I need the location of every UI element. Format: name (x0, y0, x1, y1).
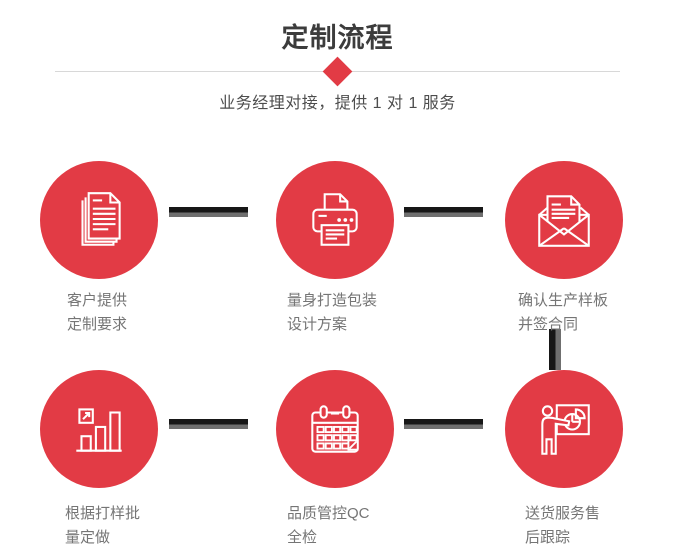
step-circle-batch-production (40, 370, 158, 488)
step-label-line: 全检 (287, 529, 318, 546)
connector-bar-step4-step5 (169, 419, 248, 429)
step-circle-packaging-design (276, 161, 394, 279)
step-label-line: 确认生产样板 (518, 292, 609, 309)
step-label-line: 品质管控QC (287, 505, 370, 522)
step-label-line: 量身打造包装 (287, 292, 378, 309)
connector-bar-step2-step3 (404, 207, 483, 217)
step-label-quality-control: 品质管控QC 全检 (287, 502, 370, 550)
connector-bar-step3-step6 (549, 329, 561, 370)
step-label-sample-contract: 确认生产样板 并签合同 (518, 289, 608, 337)
step-label-line: 量定做 (65, 529, 111, 546)
step-circle-sample-contract (505, 161, 623, 279)
step-label-customer-requirements: 客户提供 定制要求 (67, 289, 127, 337)
step-label-packaging-design: 量身打造包装 设计方案 (287, 289, 377, 337)
envelope-icon (538, 195, 590, 247)
presentation-icon (541, 404, 590, 455)
step-label-line: 设计方案 (287, 316, 348, 333)
step-label-line: 根据打样批 (65, 505, 141, 522)
calendar-icon (311, 405, 359, 453)
connector-bar-step5-step6 (404, 419, 483, 429)
step-label-line: 并签合同 (518, 316, 579, 333)
bar-chart-icon (76, 408, 122, 452)
diamond-icon (322, 56, 353, 87)
step-label-line: 定制要求 (67, 316, 128, 333)
step-label-line: 后跟踪 (525, 529, 571, 546)
subtitle: 业务经理对接，提供 1 对 1 服务 (219, 95, 456, 112)
step-circle-customer-requirements (40, 161, 158, 279)
step-circle-delivery-aftersale (505, 370, 623, 488)
connector-bar-step1-step2 (169, 207, 248, 217)
step-label-batch-production: 根据打样批 量定做 (65, 502, 140, 550)
step-circle-quality-control (276, 370, 394, 488)
page-title: 定制流程 (281, 23, 394, 53)
printer-icon (312, 193, 358, 246)
step-label-delivery-aftersale: 送货服务售 后跟踪 (525, 502, 600, 550)
step-label-line: 送货服务售 (525, 505, 601, 522)
step-label-line: 客户提供 (67, 292, 128, 309)
documents-icon (81, 192, 121, 246)
